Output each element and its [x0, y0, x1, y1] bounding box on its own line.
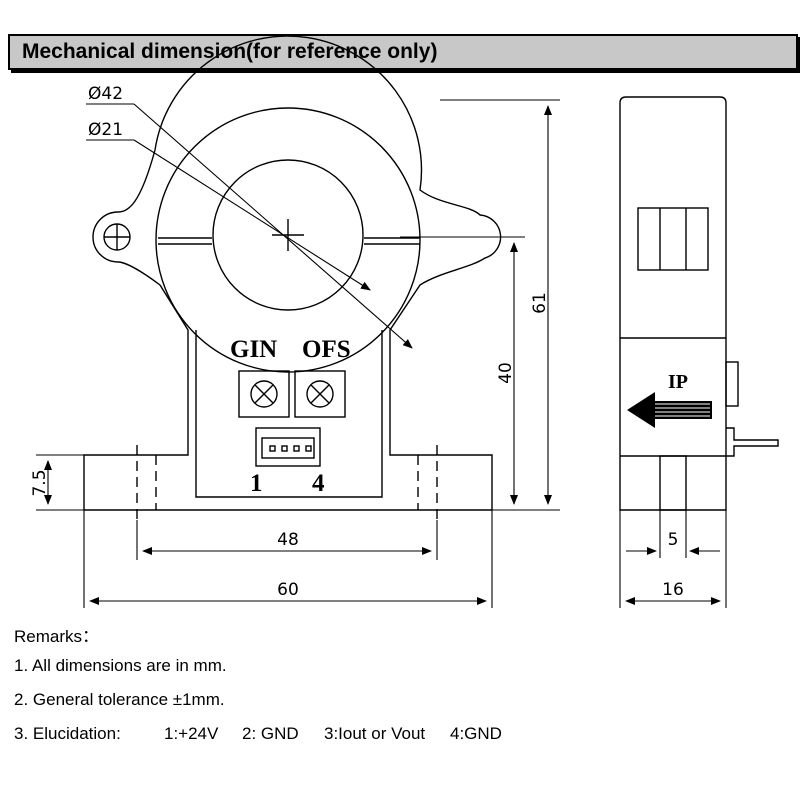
note-3-prefix: 3. Elucidation:: [14, 724, 121, 743]
pin-desc-1: 1:+24V: [164, 724, 219, 743]
gin-label: GIN: [230, 336, 277, 363]
outer-ring: [155, 107, 421, 373]
ofs-label: OFS: [302, 336, 351, 363]
inner-aperture: [212, 159, 364, 311]
ip-label: IP: [668, 371, 688, 393]
front-right-dims: [400, 99, 560, 511]
total-width-label: 60: [277, 580, 299, 600]
header-title: Mechanical dimension(for reference only): [22, 40, 438, 63]
front-view: [83, 35, 502, 520]
header-bar: Mechanical dimension(for reference only): [8, 34, 798, 70]
remark-note-2: 2. General tolerance ±1mm.: [14, 690, 225, 709]
base-height-label: 7.5: [30, 469, 50, 496]
side-slot-block: [637, 207, 709, 271]
pin-connector: [255, 427, 321, 467]
side-body-outline: [619, 96, 727, 511]
pin-4-label: 4: [312, 470, 325, 497]
pin-1-label: 1: [250, 470, 263, 497]
outer-diameter-label: Ø42: [88, 84, 123, 104]
hole-spacing-label: 48: [277, 530, 299, 550]
ip-arrow: [627, 392, 712, 428]
side-bottom-dims: [619, 510, 727, 608]
ofs-potentiometer: [294, 370, 346, 418]
gin-potentiometer: [238, 370, 290, 418]
remarks-heading: Remarks：: [14, 627, 100, 646]
side-depth-label: 16: [662, 580, 684, 600]
front-bottom-dims: [83, 510, 493, 608]
pin-desc-4: 4:GND: [450, 724, 502, 743]
pin-desc-2: 2: GND: [242, 724, 299, 743]
diameter-leaders: [86, 103, 413, 349]
remark-note-1: 1. All dimensions are in mm.: [14, 656, 227, 675]
pin-desc-3: 3:Iout or Vout: [324, 724, 426, 743]
pin-width-label: 5: [668, 530, 679, 550]
remark-note-3: 3. Elucidation: 1:+24V 2: GND 3:Iout or Vou…: [14, 724, 502, 744]
base-height-dim: [36, 454, 84, 511]
mount-height-label: 40: [496, 362, 516, 384]
inner-diameter-label: Ø21: [88, 120, 123, 140]
total-height-label: 61: [530, 292, 550, 314]
sensor-body-outline: [83, 35, 502, 511]
side-view: [619, 96, 779, 511]
